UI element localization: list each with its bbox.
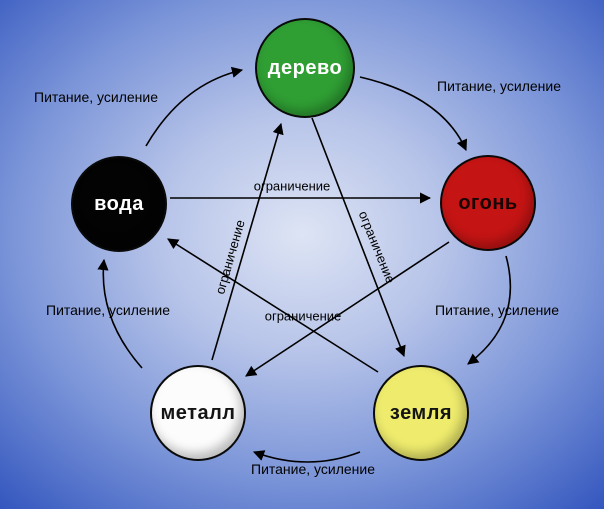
arrow-wood-fire xyxy=(359,76,468,152)
node-fire-label: огонь xyxy=(458,191,518,214)
arrow-earth-water xyxy=(167,238,379,373)
label-restriction-earth-water: ограничение xyxy=(264,308,342,324)
label-feeding-water-wood: Питание, усиление xyxy=(34,89,158,105)
node-earth-label: земля xyxy=(389,401,453,424)
node-metal: металл xyxy=(150,365,246,461)
label-feeding-metal-water: Питание, усиление xyxy=(46,302,170,318)
label-restriction-water-fire: ограничение xyxy=(253,178,331,194)
arrow-fire-earth xyxy=(467,255,512,365)
node-fire: огонь xyxy=(440,155,536,251)
node-water-label: вода xyxy=(94,192,144,215)
node-earth: земля xyxy=(373,365,469,461)
arrow-fire-metal xyxy=(245,241,450,377)
node-wood: дерево xyxy=(255,18,355,118)
arrow-wood-earth xyxy=(311,117,406,358)
arrow-earth-metal xyxy=(252,450,361,463)
arrow-metal-wood xyxy=(211,122,284,361)
arrow-water-wood xyxy=(145,66,244,147)
label-feeding-earth-metal: Питание, усиление xyxy=(251,461,375,477)
arrow-metal-water xyxy=(97,258,143,369)
label-feeding-wood-fire: Питание, усиление xyxy=(437,78,561,94)
label-feeding-fire-earth: Питание, усиление xyxy=(435,302,559,318)
node-wood-label: дерево xyxy=(267,56,343,79)
node-water: вода xyxy=(71,156,167,252)
node-metal-label: металл xyxy=(160,401,236,424)
